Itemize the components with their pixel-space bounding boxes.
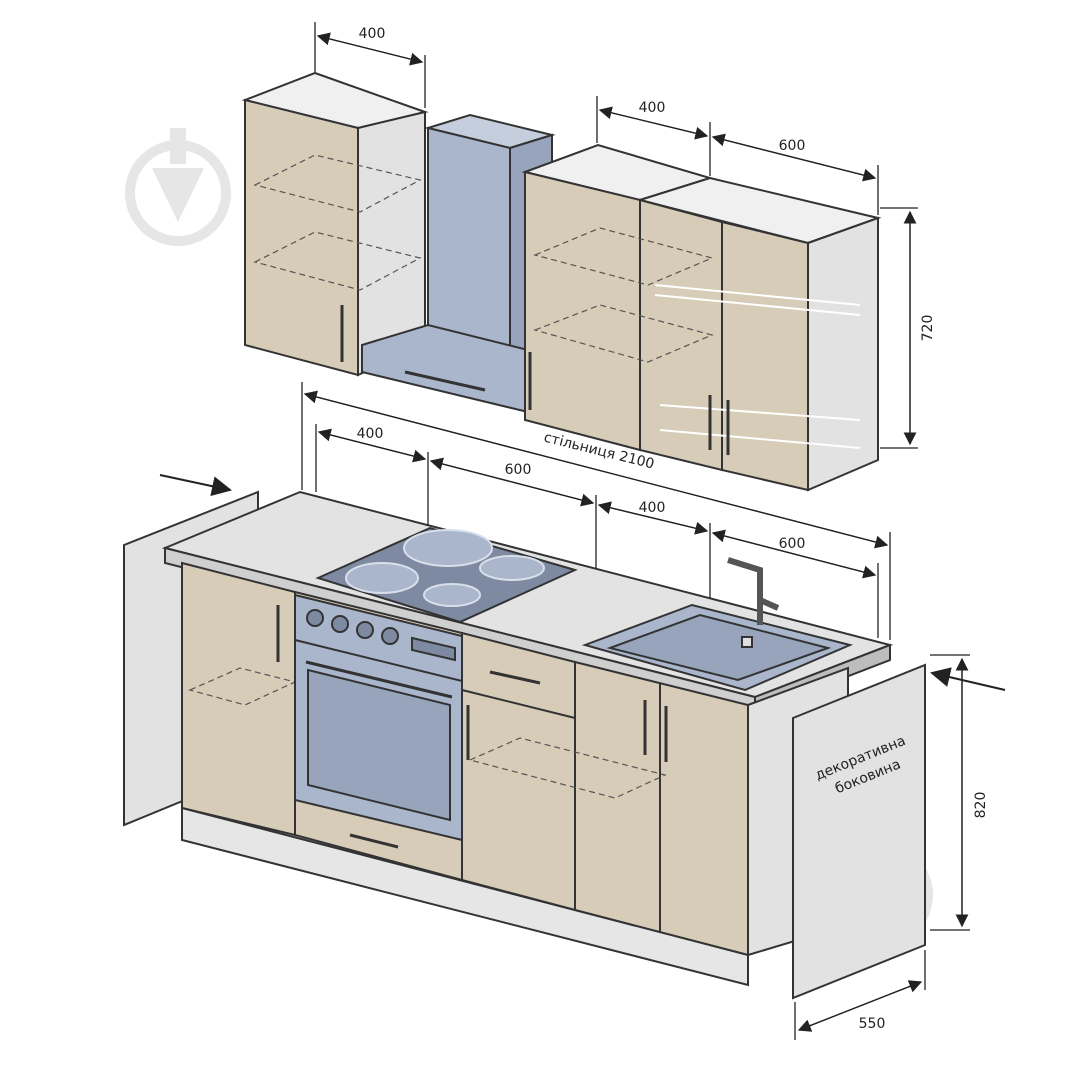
dim-wall-right-small-width: 400 xyxy=(639,100,666,116)
dim-wall-left-width: 400 xyxy=(359,26,386,42)
dim-base-seg-3: 400 xyxy=(639,500,666,516)
cooker-hood xyxy=(361,113,556,414)
dim-wall-height: 720 xyxy=(920,315,936,342)
dim-base-depth: 550 xyxy=(859,1016,886,1032)
dim-base-seg-4: 600 xyxy=(779,536,806,552)
dimension-lines xyxy=(301,22,970,1040)
wall-cabinet-right xyxy=(521,143,882,492)
dim-base-height: 820 xyxy=(973,792,989,819)
dim-wall-right-large-width: 600 xyxy=(779,138,806,154)
sink xyxy=(581,557,854,692)
watermark-logo-icon xyxy=(125,128,231,246)
cooktop xyxy=(315,526,578,624)
oven xyxy=(294,593,463,842)
dim-base-seg-2: 600 xyxy=(505,462,532,478)
wall-cabinet-left xyxy=(241,71,429,377)
pointer-arrow-icon xyxy=(159,474,232,497)
dim-base-seg-1: 400 xyxy=(357,426,384,442)
decorative-panel-right xyxy=(792,663,926,1000)
pointer-arrow-icon xyxy=(930,667,1006,691)
